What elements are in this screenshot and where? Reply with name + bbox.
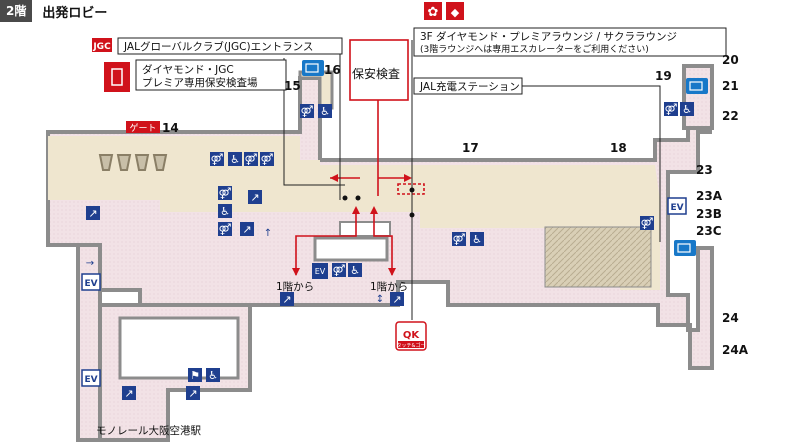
gate-numbers: 14 15 16 17 18 19 20 21 22 23 23A 23B 23… [162, 53, 749, 357]
map-header: 2階 出発ロビー [0, 0, 107, 22]
svg-text:↗: ↗ [88, 207, 97, 220]
gate-22: 22 [722, 109, 739, 123]
touch-and-go-badge: QK タッチ&ゴー [395, 321, 427, 351]
elevator-boxes: EV EV EV [81, 197, 687, 387]
facility-icons: ⚤ ⚤ ⚤ ⚤ ⚤ ⚤ ⚤ ⚤ ⚤ ⚤ ♿ ♿ ♿ ♿ ♿ ♿ ↗ ↗ ↗ ↗ … [86, 102, 694, 400]
svg-text:↕: ↕ [376, 294, 384, 305]
gate-24a: 24A [722, 343, 749, 357]
svg-text:JALグローバルクラブ(JGC)エントランス: JALグローバルクラブ(JGC)エントランス [123, 40, 313, 53]
svg-text:⚤: ⚤ [245, 153, 258, 166]
svg-text:⚤: ⚤ [211, 153, 224, 166]
svg-text:JGC: JGC [92, 42, 111, 52]
callout-dots [342, 187, 415, 218]
svg-text:♿: ♿ [208, 369, 218, 382]
charging-icon [302, 60, 708, 256]
svg-text:⚤: ⚤ [453, 233, 466, 246]
svg-text:↗: ↗ [124, 387, 133, 400]
planters [98, 154, 168, 171]
gate-17: 17 [462, 141, 479, 155]
svg-text:EV: EV [84, 375, 97, 385]
gate-16: 16 [324, 63, 341, 77]
from-1f-left: 1階から [276, 281, 314, 293]
svg-text:♿: ♿ [320, 105, 330, 118]
svg-text:→: → [86, 258, 94, 269]
svg-text:♿: ♿ [350, 264, 360, 277]
svg-text:⚤: ⚤ [219, 223, 232, 236]
diamond-premier-logo: ◆ [451, 6, 460, 19]
svg-text:↑: ↑ [264, 228, 272, 239]
security-check-label: 保安検査 [352, 66, 400, 81]
charging-callout: JAL充電ステーション [413, 77, 523, 95]
svg-text:↗: ↗ [282, 293, 291, 306]
gate-21: 21 [722, 79, 739, 93]
lounge-callout: ✿ ◆ 3F ダイヤモンド・プレミアラウンジ / サクララウンジ (3階ラウンジ… [413, 2, 727, 57]
svg-text:プレミア専用保安検査場: プレミア専用保安検査場 [142, 76, 258, 89]
diamond-security-callout: ダイヤモンド・JGC プレミア専用保安検査場 [104, 59, 287, 92]
from-1f-right: 1階から [370, 281, 408, 293]
floor-title: 出発ロビー [42, 5, 108, 21]
callout-lines [283, 40, 661, 320]
gate-23: 23 [696, 163, 713, 177]
route-arrows [292, 174, 412, 276]
gate-23b: 23B [696, 207, 722, 221]
svg-text:3F ダイヤモンド・プレミアラウンジ / サクララウンジ: 3F ダイヤモンド・プレミアラウンジ / サクララウンジ [420, 30, 677, 43]
elevator-icon: EV [312, 263, 328, 279]
svg-text:ダイヤモンド・JGC: ダイヤモンド・JGC [142, 63, 234, 76]
svg-text:⚤: ⚤ [301, 105, 314, 118]
svg-text:♿: ♿ [682, 103, 692, 116]
svg-text:↗: ↗ [392, 293, 401, 306]
svg-text:(3階ラウンジへは専用エスカレーターをご利用ください): (3階ラウンジへは専用エスカレーターをご利用ください) [420, 43, 649, 55]
restroom-icon: ⚤ ⚤ ⚤ ⚤ ⚤ ⚤ ⚤ ⚤ ⚤ ⚤ [210, 102, 678, 277]
svg-text:♿: ♿ [472, 233, 482, 246]
svg-text:ゲート: ゲート [129, 122, 156, 134]
gate-14: 14 [162, 121, 179, 135]
escalator-icon: ↗ ↗ ↗ ↗ ↗ ↗ ↗ ♿ ⚑ [86, 190, 404, 400]
svg-text:⚑: ⚑ [190, 369, 200, 382]
svg-text:タッチ&ゴー: タッチ&ゴー [397, 342, 426, 349]
accessible-icon: ♿ ♿ ♿ ♿ ♿ ♿ [218, 102, 694, 277]
svg-text:♿: ♿ [220, 205, 230, 218]
floor-badge: 2階 [0, 0, 33, 22]
svg-text:↗: ↗ [188, 387, 197, 400]
svg-text:⚤: ⚤ [261, 153, 274, 166]
jgc-entrance-callout: JGC JALグローバルクラブ(JGC)エントランス [92, 37, 343, 55]
svg-text:♿: ♿ [230, 153, 240, 166]
security-route [295, 39, 425, 275]
gate-24: 24 [722, 311, 739, 325]
gate-23a: 23A [696, 189, 723, 203]
monorail-station-label: モノレール大阪空港駅 [96, 424, 201, 437]
svg-text:EV: EV [670, 203, 683, 213]
gate-23c: 23C [696, 224, 722, 238]
svg-text:↗: ↗ [250, 191, 259, 204]
svg-text:↕: ↕ [288, 294, 296, 305]
gate-19: 19 [655, 69, 672, 83]
gate-18: 18 [610, 141, 627, 155]
sakura-lounge-logo: ✿ [428, 5, 439, 20]
svg-text:JAL充電ステーション: JAL充電ステーション [419, 80, 520, 93]
up-arrow-icon: ↑ ↕ ↕ → [86, 228, 384, 305]
svg-text:⚤: ⚤ [641, 217, 654, 230]
svg-text:⚤: ⚤ [665, 103, 678, 116]
gate-15: 15 [284, 79, 301, 93]
svg-text:⚤: ⚤ [219, 187, 232, 200]
svg-text:⚤: ⚤ [333, 264, 346, 277]
gate-20: 20 [722, 53, 739, 67]
svg-text:EV: EV [315, 267, 326, 276]
svg-text:↗: ↗ [242, 223, 251, 236]
gate-14-marker: ゲート [126, 121, 160, 134]
svg-text:QK: QK [403, 330, 421, 341]
svg-text:EV: EV [84, 279, 97, 289]
